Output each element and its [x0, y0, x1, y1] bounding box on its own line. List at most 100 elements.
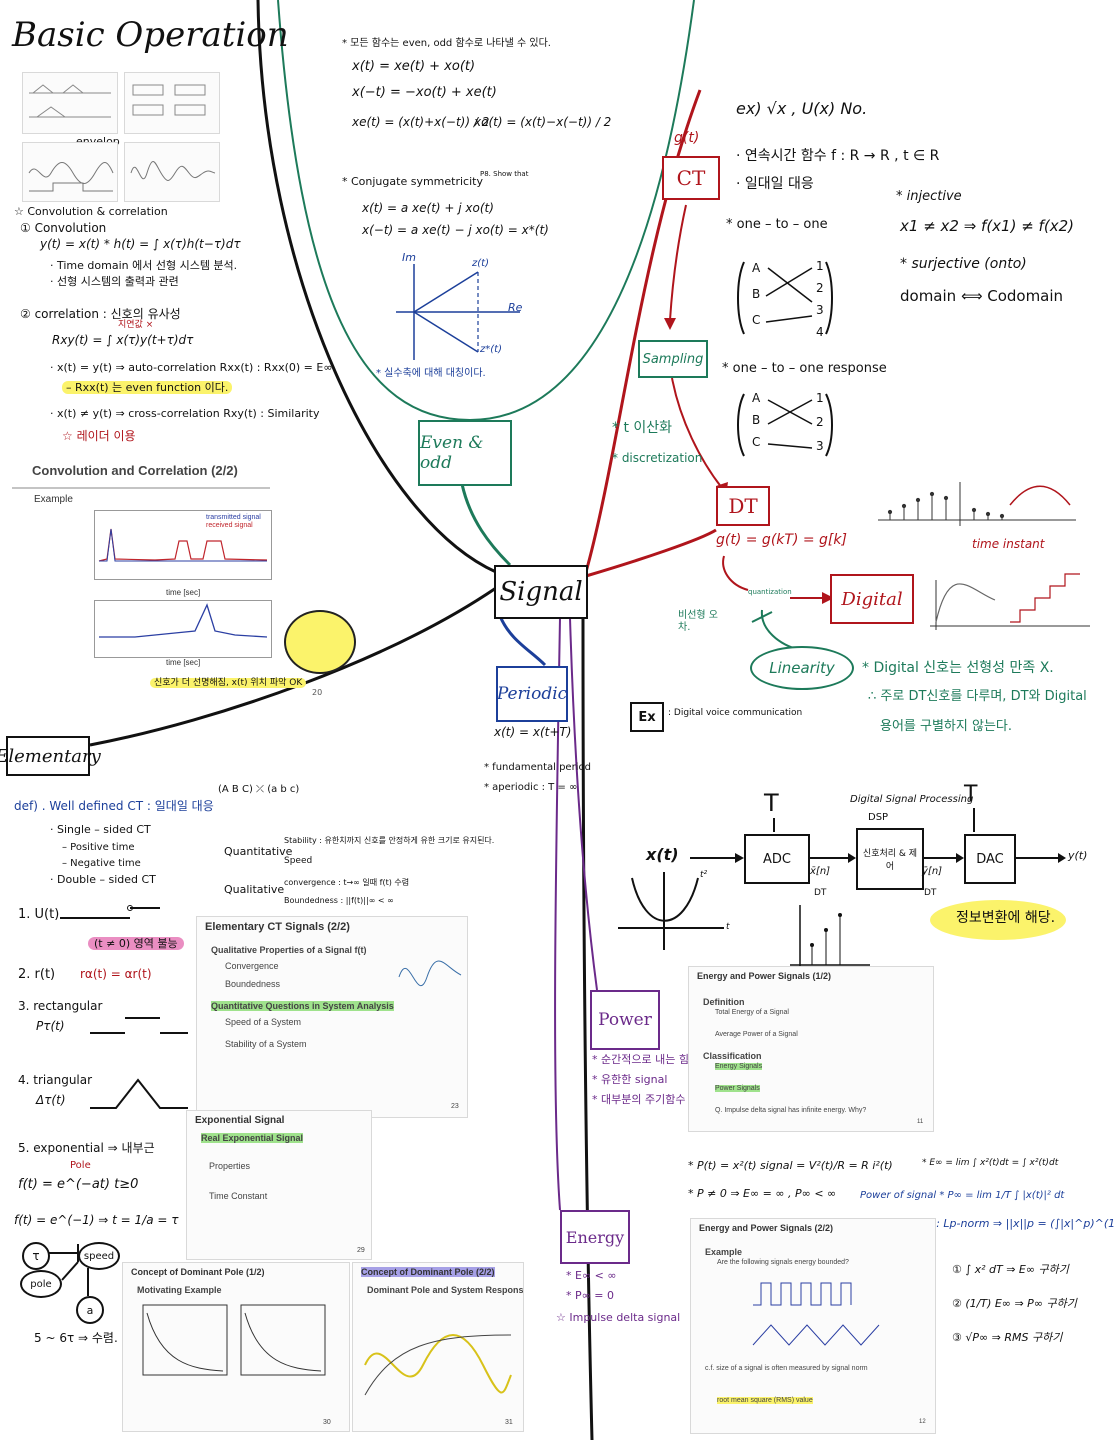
digital-note-2: ∴ 주로 DT신호를 다루며, DT와 Digital — [868, 689, 1087, 704]
exp-b3: Time Constant — [209, 1191, 268, 1201]
ct-onetoone: · 일대일 대응 — [736, 176, 814, 192]
dominant-pole-slide-1[interactable]: Concept of Dominant Pole (1/2) Motivatin… — [122, 1262, 350, 1432]
evenodd-line-3: x(−t) = −xo(t) + xe(t) — [352, 85, 497, 100]
elem-double: · Double – sided CT — [50, 873, 156, 886]
speed-circle: speed — [78, 1242, 120, 1270]
energy-b1: Example — [705, 1247, 743, 1257]
elem-item-5: 5. exponential ⇒ 내부근 — [18, 1141, 155, 1155]
basic-thumb-multiplication[interactable] — [22, 142, 118, 202]
digital-node[interactable]: Digital — [830, 574, 914, 624]
power-b6-highlight: Power Signals — [715, 1085, 760, 1092]
ct-map-right-3: 3 — [816, 303, 824, 317]
tau-label: τ — [32, 1249, 40, 1263]
ct-label: CT — [676, 166, 706, 190]
elem-mapping: (A B C) ⤫ (a b c) — [218, 784, 300, 795]
conv-slide-plot-1[interactable] — [94, 510, 272, 580]
elem-item-2: 2. r(t) — [18, 967, 56, 982]
ct-g-label: g(t) — [674, 130, 700, 146]
power-slide[interactable]: Energy and Power Signals (1/2) Definitio… — [688, 966, 934, 1132]
item1-highlight: (t ≠ 0) 영역 불능 — [88, 937, 184, 950]
dom2-b1: Dominant Pole and System Response — [367, 1285, 524, 1295]
elem-single: · Single – sided CT — [50, 823, 151, 836]
conv-slide-title: Convolution and Correlation (2/2) — [32, 463, 238, 478]
dsp-t1: T — [764, 789, 779, 817]
basic-operation-title: Basic Operation — [12, 15, 289, 55]
center-node-signal[interactable]: Signal — [494, 565, 588, 619]
conv-slide-plot-2[interactable] — [94, 600, 272, 658]
ex-note: : Digital voice communication — [668, 708, 803, 718]
dom2-page: 31 — [505, 1419, 513, 1426]
ct-injective: * injective — [896, 189, 962, 204]
ct-one-to-one: * one – to – one — [726, 217, 828, 232]
basic-thumb-modulation[interactable] — [124, 142, 220, 202]
elem-ct-slide[interactable]: Elementary CT Signals (2/2) Qualitative … — [196, 916, 468, 1118]
ex-node[interactable]: Ex — [630, 702, 664, 732]
elem-ct-b6: Stability of a System — [225, 1039, 307, 1049]
conv-header: ☆ Convolution & correlation — [14, 205, 168, 218]
power-eq-3: * P ≠ 0 ⇒ E∞ = ∞ , P∞ < ∞ — [688, 1187, 837, 1200]
energy-node[interactable]: Energy — [560, 1210, 630, 1264]
power-b5-highlight: Energy Signals — [715, 1063, 763, 1070]
sampling-note-2: * discretization — [612, 451, 703, 465]
ct-map-left-b: B — [752, 287, 761, 301]
sampling-node[interactable]: Sampling — [638, 340, 708, 378]
basic-thumb-time-shift[interactable] — [22, 72, 118, 134]
conv-slide-example: Example — [34, 494, 73, 505]
adc-block[interactable]: ADC — [744, 834, 810, 884]
ct-map2-left-c: C — [752, 435, 761, 449]
dom2-title: Concept of Dominant Pole (2/2) — [361, 1267, 495, 1277]
elementary-node[interactable]: Elementary — [0, 736, 101, 776]
ct-injective-eq: x1 ≠ x2 ⇒ f(x1) ≠ f(x2) — [900, 217, 1074, 235]
basic-thumb-precedence[interactable] — [124, 72, 220, 134]
energy-label: Energy — [565, 1227, 625, 1247]
processing-block[interactable]: 신호처리 & 제어 — [856, 828, 924, 890]
dt-equation: g(t) = g(kT) = g[k] — [716, 532, 847, 548]
periodic-fund: * fundamental period — [484, 762, 591, 773]
dsp-dt2: DT — [924, 888, 937, 898]
adc-label: ADC — [763, 851, 791, 867]
dt-node[interactable]: DT — [716, 486, 770, 526]
dac-block[interactable]: DAC — [964, 834, 1016, 884]
energy-b3: c.f. size of a signal is often measured … — [705, 1365, 868, 1372]
elem-item-1-note: (t ≠ 0) 영역 불능 — [88, 937, 184, 951]
dt-label: DT — [728, 494, 758, 518]
dsp-yn: ȳ[n] — [922, 866, 943, 877]
digital-note-3: 용어를 구별하지 않는다. — [880, 719, 1012, 734]
dt-quantization: quantization — [748, 588, 792, 596]
ct-map2-right-3: 3 — [816, 439, 824, 453]
evenodd-conj: * Conjugate symmetricity — [342, 175, 483, 188]
dominant-pole-slide-2[interactable]: Concept of Dominant Pole (2/2) Dominant … — [352, 1262, 524, 1432]
dsp-title: Digital Signal Processing — [850, 794, 974, 805]
elem-tau-eq: f(t) = e^(−1) ⇒ t = 1/a = τ — [14, 1213, 179, 1227]
elem-ct-b1: Qualitative Properties of a Signal f(t) — [211, 945, 367, 955]
processing-label: 신호처리 & 제어 — [862, 849, 918, 872]
elem-negative: – Negative time — [62, 858, 141, 869]
radar-note: ☆ 레이더 이용 — [62, 429, 136, 443]
dsp-t2: T — [964, 782, 978, 807]
elem-ct-page: 23 — [451, 1103, 459, 1110]
exp-signal-slide[interactable]: Exponential Signal Real Exponential Sign… — [186, 1110, 372, 1260]
power-rule-2: ② (1/T) E∞ ⇒ P∞ 구하기 — [952, 1297, 1077, 1310]
dsp-label: DSP — [868, 812, 889, 823]
energy-b4-highlight: root mean square (RMS) value — [717, 1397, 813, 1404]
cross-correlation-line: · x(t) ≠ y(t) ⇒ cross-correlation Rxy(t)… — [50, 407, 320, 420]
power-node[interactable]: Power — [590, 990, 660, 1050]
evenodd-node[interactable]: Even & odd — [418, 420, 512, 486]
elem-ct-b4: Quantitative Questions in System Analysi… — [211, 1001, 394, 1011]
periodic-node[interactable]: Periodic — [496, 666, 568, 722]
ct-node[interactable]: CT — [662, 156, 720, 200]
power-eq-4: Power of signal * P∞ = lim 1/T ∫ |x(t)|²… — [860, 1190, 1065, 1201]
dsp-note-highlight — [930, 900, 1066, 940]
conv-yellow-highlight — [284, 610, 356, 674]
power-rule-3: ③ √P∞ ⇒ RMS 구하기 — [952, 1331, 1063, 1344]
energy-slide[interactable]: Energy and Power Signals (2/2) Example A… — [690, 1218, 936, 1434]
linearity-node[interactable]: Linearity — [750, 646, 854, 690]
ct-map-left-c: C — [752, 313, 761, 327]
ct-map2-right-2: 2 — [816, 415, 824, 429]
elem-item-3: 3. rectangular — [18, 999, 103, 1013]
elem-settle: 5 ~ 6τ ⇒ 수렴. — [34, 1331, 118, 1345]
pole-circle: pole — [20, 1270, 62, 1298]
exp-slide-title: Exponential Signal — [195, 1115, 285, 1126]
exp-b1: Real Exponential Signal — [201, 1133, 304, 1143]
qual-label: Qualitative — [224, 883, 285, 896]
